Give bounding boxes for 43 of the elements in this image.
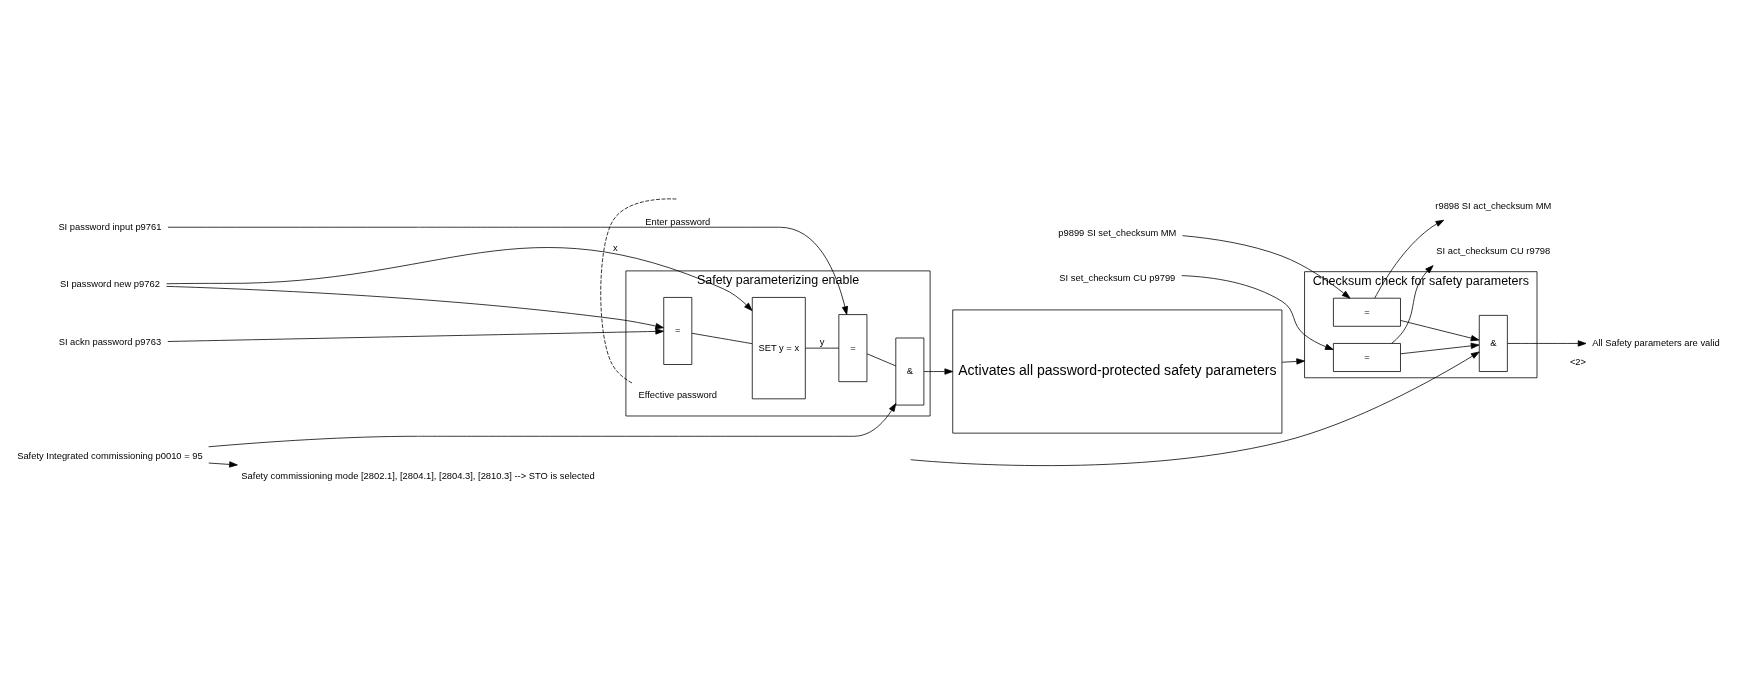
arrow bbox=[208, 403, 897, 448]
edge-label: x bbox=[613, 243, 618, 254]
arrow bbox=[1281, 358, 1305, 365]
arrow bbox=[910, 351, 1480, 466]
connector bbox=[600, 198, 678, 384]
connector bbox=[866, 353, 897, 367]
node-text: p9899 SI set_checksum MM bbox=[1058, 227, 1177, 238]
connector bbox=[804, 347, 840, 349]
arrow bbox=[1182, 235, 1351, 299]
arrow bbox=[1391, 265, 1434, 344]
node-box: = bbox=[838, 314, 868, 383]
node-text: SI act_checksum CU r9798 bbox=[1436, 245, 1551, 256]
node-box: = bbox=[1333, 343, 1401, 372]
node-text: r9898 SI act_checksum MM bbox=[1435, 200, 1552, 211]
node-text: Safety Integrated commissioning p0010 = 95 bbox=[17, 450, 203, 461]
node-label: <2> bbox=[1569, 356, 1587, 367]
edge-label: Enter password bbox=[645, 216, 711, 227]
node-box: = bbox=[663, 297, 693, 365]
arrow bbox=[1507, 340, 1587, 347]
node-box: = bbox=[1333, 297, 1401, 327]
arrow bbox=[166, 247, 753, 311]
node-box: & bbox=[895, 337, 925, 406]
arrow bbox=[167, 226, 848, 315]
node-text: SI ackn password p9763 bbox=[58, 337, 162, 348]
node-box: & bbox=[1478, 315, 1508, 372]
node-text: Effective password bbox=[638, 390, 717, 401]
edge-label: y bbox=[819, 337, 825, 348]
node-text: All Safety parameters are valid bbox=[1592, 337, 1720, 348]
node-text: SI password input p9761 bbox=[58, 221, 162, 232]
arrow bbox=[1400, 320, 1480, 342]
node-text: Safety commissioning mode [2802.1], [2804.1], [2804.3], [2810.3] --> STO is selected bbox=[241, 471, 595, 482]
node-box: SET y = x bbox=[751, 297, 806, 400]
arrow bbox=[208, 461, 238, 468]
node-text: SI password new p9762 bbox=[59, 279, 160, 290]
arrow bbox=[1374, 219, 1445, 299]
arrow bbox=[166, 286, 664, 330]
arrow bbox=[923, 368, 954, 375]
arrow bbox=[167, 328, 664, 342]
node-box: Activates all password-protected safety parameters bbox=[952, 309, 1283, 434]
arrow bbox=[1181, 275, 1334, 350]
arrow bbox=[1400, 342, 1480, 355]
connector bbox=[691, 332, 753, 345]
node-text: SI set_checksum CU p9799 bbox=[1059, 273, 1176, 284]
